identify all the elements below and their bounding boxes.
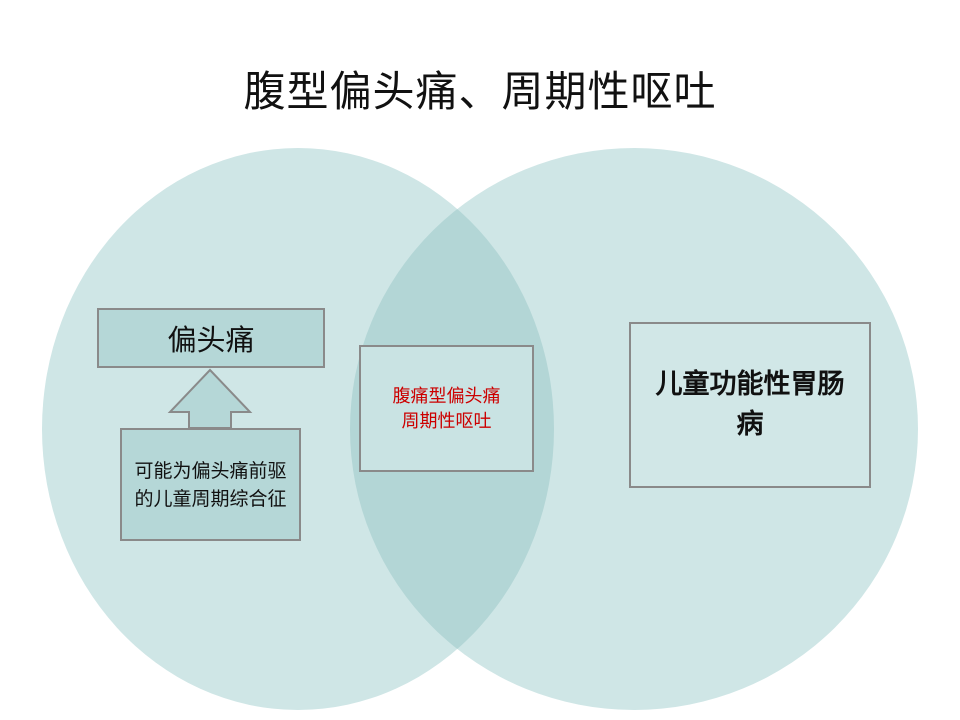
- overlap-label-line2: 周期性呕吐: [401, 410, 492, 432]
- migraine-label: 偏头痛: [167, 323, 255, 357]
- periodic-syndrome-label: 可能为偏头痛前驱的儿童周期综合征: [134, 459, 287, 510]
- overlap-region: [350, 148, 554, 710]
- periodic-syndrome-box: 可能为偏头痛前驱的儿童周期综合征: [120, 428, 301, 541]
- functional-gi-disorders-label: 儿童功能性胃肠病: [655, 369, 845, 440]
- overlap-box: 腹痛型偏头痛 周期性呕吐: [359, 345, 534, 472]
- migraine-box: 偏头痛: [97, 308, 325, 368]
- overlap-label-line1: 腹痛型偏头痛: [392, 385, 501, 407]
- slide-title: 腹型偏头痛、周期性呕吐: [243, 67, 717, 116]
- functional-gi-disorders-box: 儿童功能性胃肠病: [629, 322, 871, 488]
